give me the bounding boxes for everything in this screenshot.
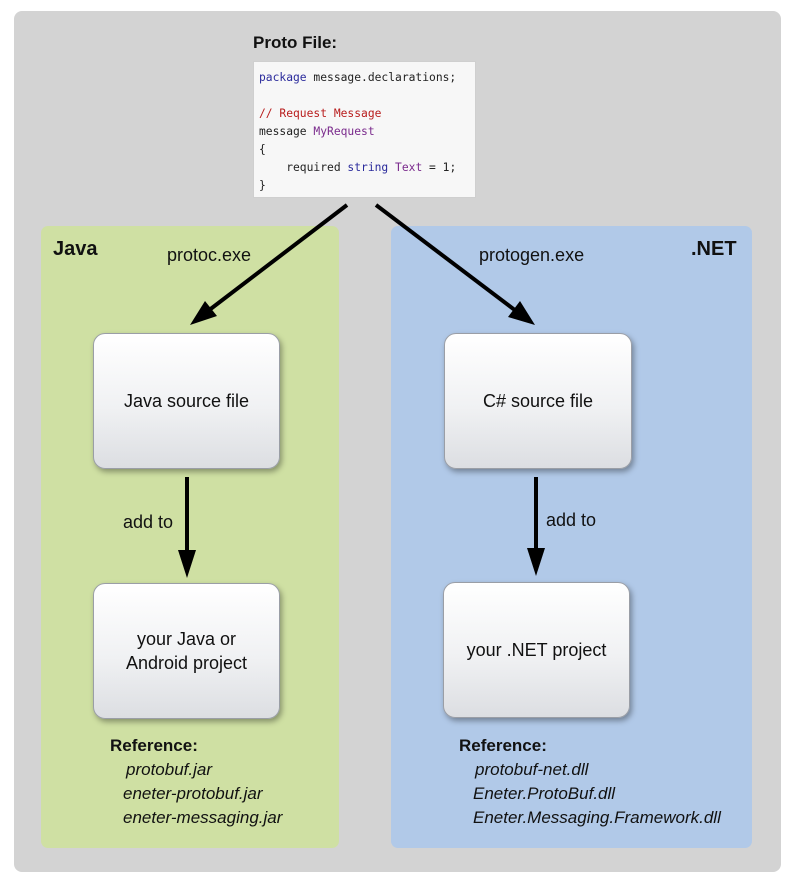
dotnet-reference-item: Eneter.ProtoBuf.dll <box>473 784 616 803</box>
code-field-number: = 1; <box>422 161 457 174</box>
code-required: required <box>259 161 348 174</box>
dotnet-project-box: your .NET project <box>443 582 630 718</box>
code-keyword-message: message <box>259 125 307 138</box>
dotnet-add-to-label: add to <box>546 510 597 530</box>
dotnet-reference-item: Eneter.Messaging.Framework.dll <box>473 808 721 827</box>
code-close-brace: } <box>259 179 266 192</box>
java-reference-item: eneter-protobuf.jar <box>123 784 263 803</box>
java-panel-title: Java <box>53 238 98 260</box>
java-reference-title: Reference: <box>110 736 198 755</box>
java-tool-label: protoc.exe <box>167 245 252 265</box>
dotnet-project-label: your .NET project <box>466 640 607 660</box>
java-reference-item: eneter-messaging.jar <box>123 808 283 827</box>
code-message-name: MyRequest <box>306 125 375 138</box>
code-open-brace: { <box>259 143 266 156</box>
java-panel <box>41 226 339 848</box>
code-field-name: Text <box>388 161 423 174</box>
java-reference-item: protobuf.jar <box>126 760 212 779</box>
dotnet-reference-item: protobuf-net.dll <box>475 760 589 779</box>
code-package-name: message.declarations; <box>306 71 457 84</box>
csharp-source-file-label: C# source file <box>482 391 594 411</box>
dotnet-tool-label: protogen.exe <box>479 245 585 265</box>
dotnet-panel <box>391 226 752 848</box>
dotnet-reference-title: Reference: <box>459 736 547 755</box>
code-keyword-package: package <box>259 71 307 84</box>
code-type-string: string <box>347 161 389 174</box>
proto-code-block: package message.declarations; // Request… <box>253 61 476 198</box>
csharp-source-file-box: C# source file <box>444 333 632 469</box>
java-source-file-box: Java source file <box>93 333 280 469</box>
java-project-box: your Java or Android project <box>93 583 280 719</box>
java-project-text: your Java or Android project <box>126 627 247 675</box>
java-add-to-label: add to <box>123 512 174 532</box>
java-project-line2: Android project <box>125 653 248 673</box>
proto-file-title: Proto File: <box>253 33 338 52</box>
java-source-file-label: Java source file <box>123 391 250 411</box>
java-project-line1: your Java or <box>136 629 237 649</box>
code-comment: // Request Message <box>259 107 382 120</box>
dotnet-panel-title: .NET <box>691 238 737 260</box>
